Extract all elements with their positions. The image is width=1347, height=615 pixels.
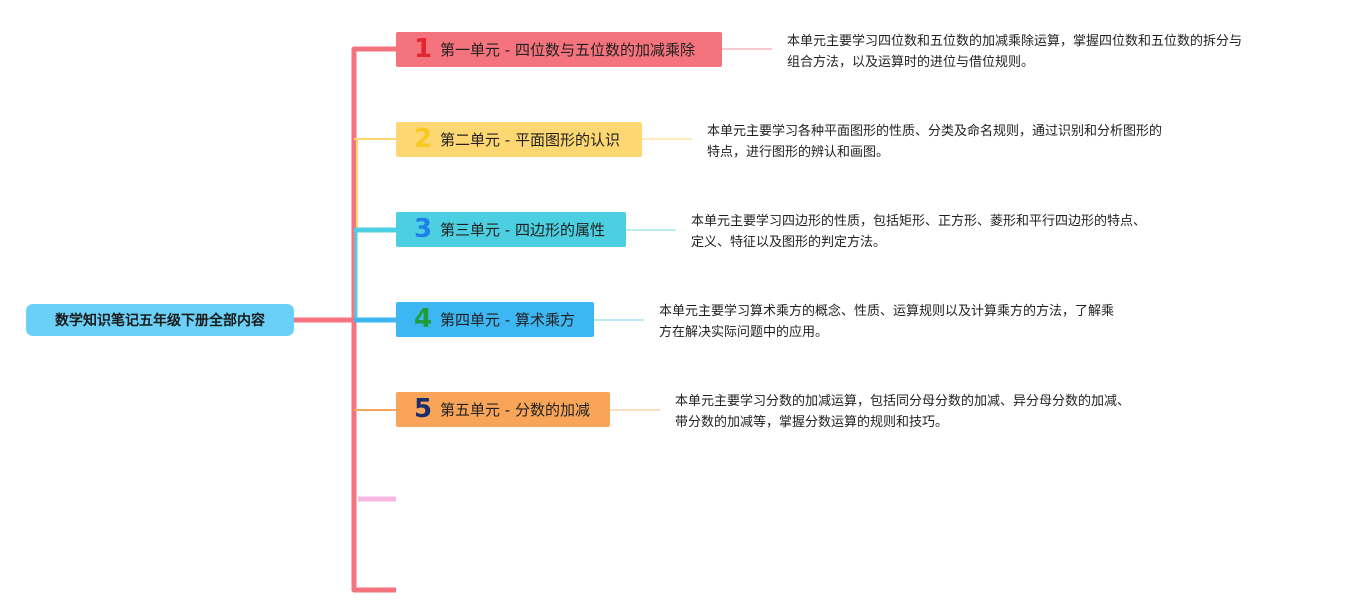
note-unit-3: 本单元主要学习四边形的性质，包括矩形、正方形、菱形和平行四边形的特点、 定义、特… <box>691 211 1146 253</box>
number-3-icon: 3 <box>413 214 433 244</box>
topic-unit-1[interactable]: 1 第一单元 - 四位数与五位数的加减乘除 <box>396 32 722 67</box>
note-line: 本单元主要学习算术乘方的概念、性质、运算规则以及计算乘方的方法，了解乘 <box>659 304 1115 319</box>
note-line: 带分数的加减等，掌握分数运算的规则和技巧。 <box>675 415 949 430</box>
note-line: 特点，进行图形的辨认和画图。 <box>707 145 890 160</box>
root-topic-label: 数学知识笔记五年级下册全部内容 <box>55 313 265 329</box>
topic-label: 第四单元 - 算术乘方 <box>440 311 575 329</box>
topic-label: 第三单元 - 四边形的属性 <box>440 221 605 239</box>
note-line: 方在解决实际问题中的应用。 <box>659 325 829 340</box>
note-unit-5: 本单元主要学习分数的加减运算，包括同分母分数的加减、异分母分数的加减、 带分数的… <box>675 391 1130 433</box>
note-line: 定义、特征以及图形的判定方法。 <box>691 235 887 250</box>
topic-label: 第一单元 - 四位数与五位数的加减乘除 <box>440 41 695 59</box>
note-unit-4: 本单元主要学习算术乘方的概念、性质、运算规则以及计算乘方的方法，了解乘 方在解决… <box>659 301 1114 343</box>
topic-unit-5[interactable]: 5 第五单元 - 分数的加减 <box>396 392 610 427</box>
note-unit-1: 本单元主要学习四位数和五位数的加减乘除运算，掌握四位数和五位数的拆分与 组合方法… <box>787 31 1242 73</box>
note-unit-2: 本单元主要学习各种平面图形的性质、分类及命名规则，通过识别和分析图形的 特点，进… <box>707 121 1162 163</box>
topic-unit-3[interactable]: 3 第三单元 - 四边形的属性 <box>396 212 626 247</box>
note-line: 本单元主要学习各种平面图形的性质、分类及命名规则，通过识别和分析图形的 <box>707 124 1163 139</box>
topic-label: 第五单元 - 分数的加减 <box>440 401 590 419</box>
number-4-icon: 4 <box>413 304 433 334</box>
number-1-icon: 1 <box>413 34 433 64</box>
number-2-icon: 2 <box>413 124 433 154</box>
note-line: 本单元主要学习分数的加减运算，包括同分母分数的加减、异分母分数的加减、 <box>675 394 1131 409</box>
root-topic[interactable]: 数学知识笔记五年级下册全部内容 <box>26 304 294 336</box>
note-line: 本单元主要学习四边形的性质，包括矩形、正方形、菱形和平行四边形的特点、 <box>691 214 1147 229</box>
number-5-icon: 5 <box>413 394 433 424</box>
note-line: 组合方法，以及运算时的进位与借位规则。 <box>787 55 1035 70</box>
topic-unit-4[interactable]: 4 第四单元 - 算术乘方 <box>396 302 594 337</box>
topic-label: 第二单元 - 平面图形的认识 <box>440 131 620 149</box>
topic-unit-2[interactable]: 2 第二单元 - 平面图形的认识 <box>396 122 642 157</box>
note-line: 本单元主要学习四位数和五位数的加减乘除运算，掌握四位数和五位数的拆分与 <box>787 34 1243 49</box>
